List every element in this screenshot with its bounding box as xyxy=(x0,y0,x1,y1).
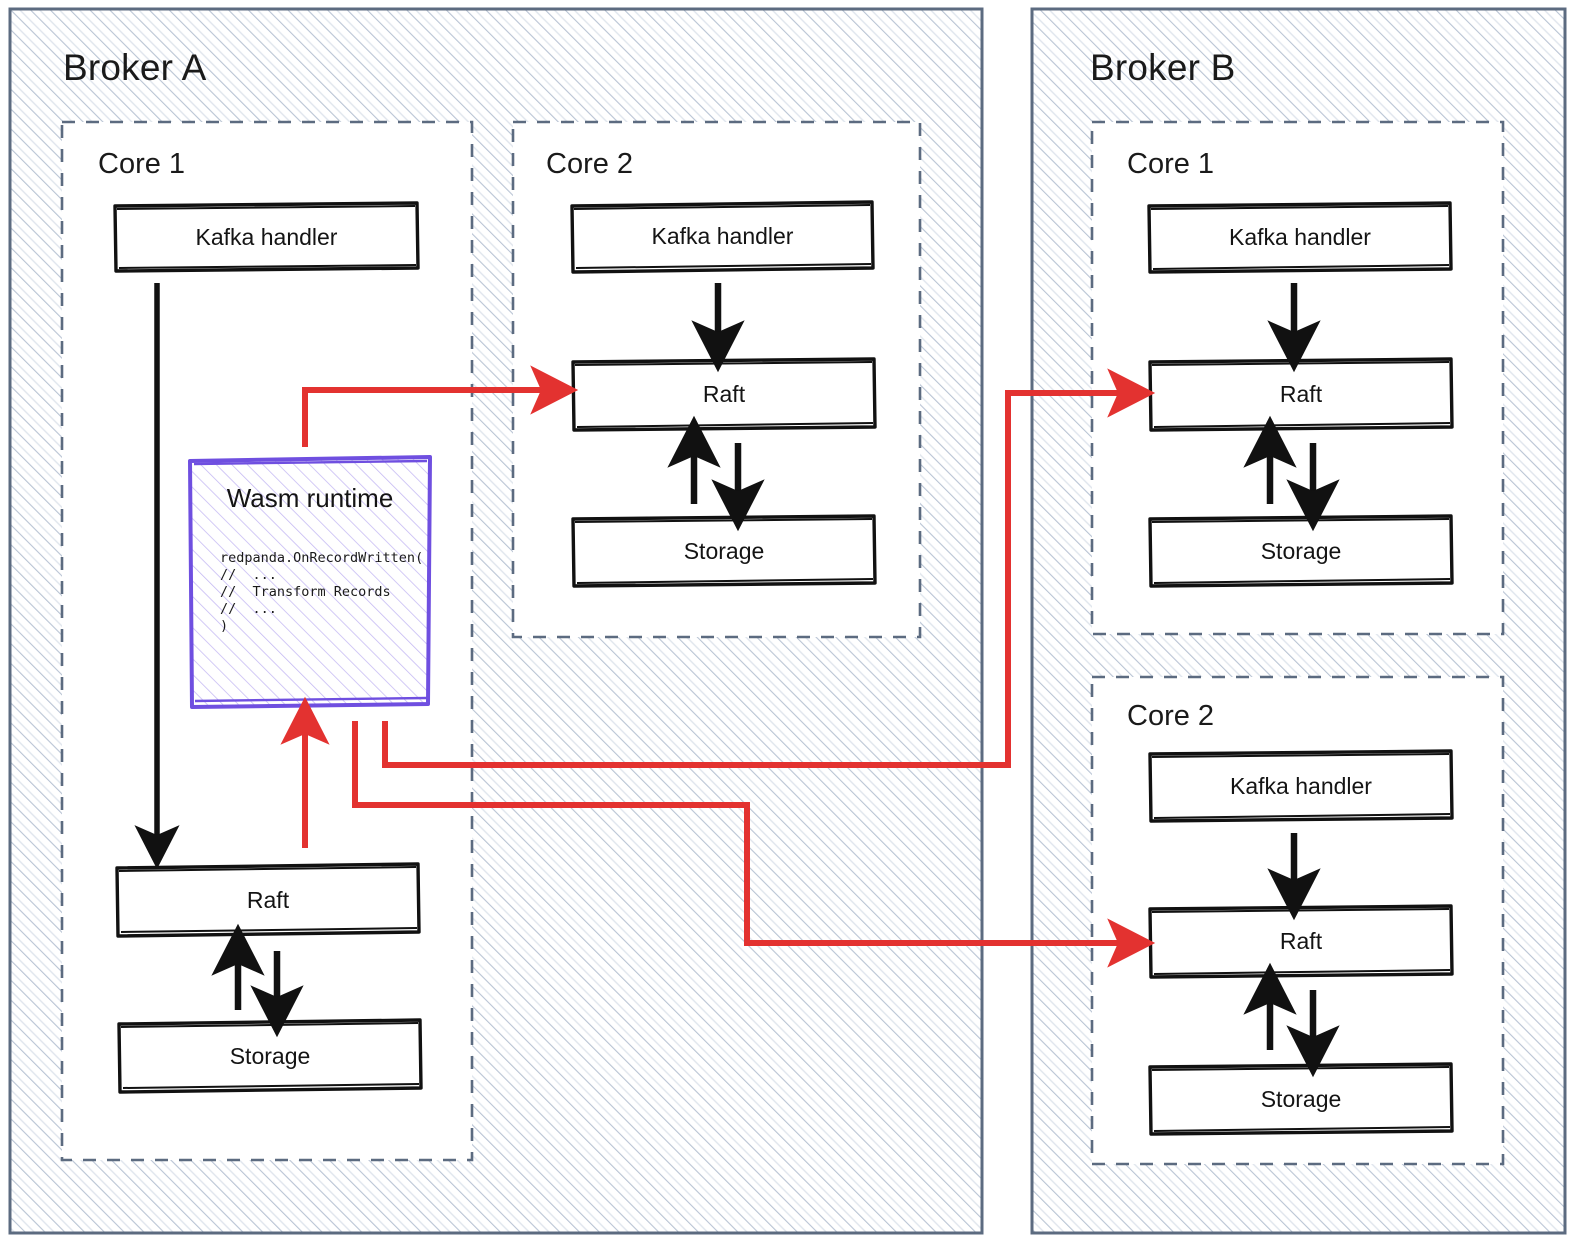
wasm-runtime-code: redpanda.OnRecordWritten( // ... // Tran… xyxy=(220,550,424,634)
wasm-runtime-title: Wasm runtime xyxy=(226,483,394,513)
bb-c1-storage-label: Storage xyxy=(1260,537,1342,564)
ba-c1-wasm-box[interactable] xyxy=(188,455,432,709)
ba-c1-kafka-label: Kafka handler xyxy=(195,223,338,250)
ba-c1-storage-box[interactable] xyxy=(117,1018,423,1094)
ba-c1-raft-box[interactable] xyxy=(115,862,421,938)
bb-c2-storage-label: Storage xyxy=(1260,1085,1342,1112)
ba-c2-storage-label: Storage xyxy=(683,537,765,564)
ba-c2-kafka-label: Kafka handler xyxy=(651,223,794,249)
ba-c1-storage-label: Storage xyxy=(229,1042,311,1069)
ba-c1-raft-label: Raft xyxy=(246,886,290,913)
ba-c2-raft-label: Raft xyxy=(702,380,746,407)
arrow-wasm-to-bb-c2-raft xyxy=(352,721,1156,968)
bb-c1-raft-box[interactable] xyxy=(1148,357,1454,432)
bb-c2-storage-box[interactable] xyxy=(1148,1062,1454,1136)
bb-c1-kafka-box[interactable] xyxy=(1147,201,1453,274)
wasm-runtime-content: Wasm runtime redpanda.OnRecordWritten( /… xyxy=(190,457,430,707)
ba-c2-kafka-box[interactable] xyxy=(570,200,875,274)
bb-c1-kafka-label: Kafka handler xyxy=(1229,224,1371,250)
bb-c1-raft-label: Raft xyxy=(1279,380,1323,407)
bb-c2-raft-label: Raft xyxy=(1279,927,1323,954)
arrow-wasm-to-ba-c2-raft xyxy=(302,365,579,447)
arrow-wasm-to-bb-c1-raft xyxy=(382,368,1156,768)
bb-c2-kafka-box[interactable] xyxy=(1148,749,1454,823)
bb-c2-kafka-label: Kafka handler xyxy=(1230,772,1372,799)
ba-c1-kafka-box[interactable] xyxy=(113,201,420,273)
